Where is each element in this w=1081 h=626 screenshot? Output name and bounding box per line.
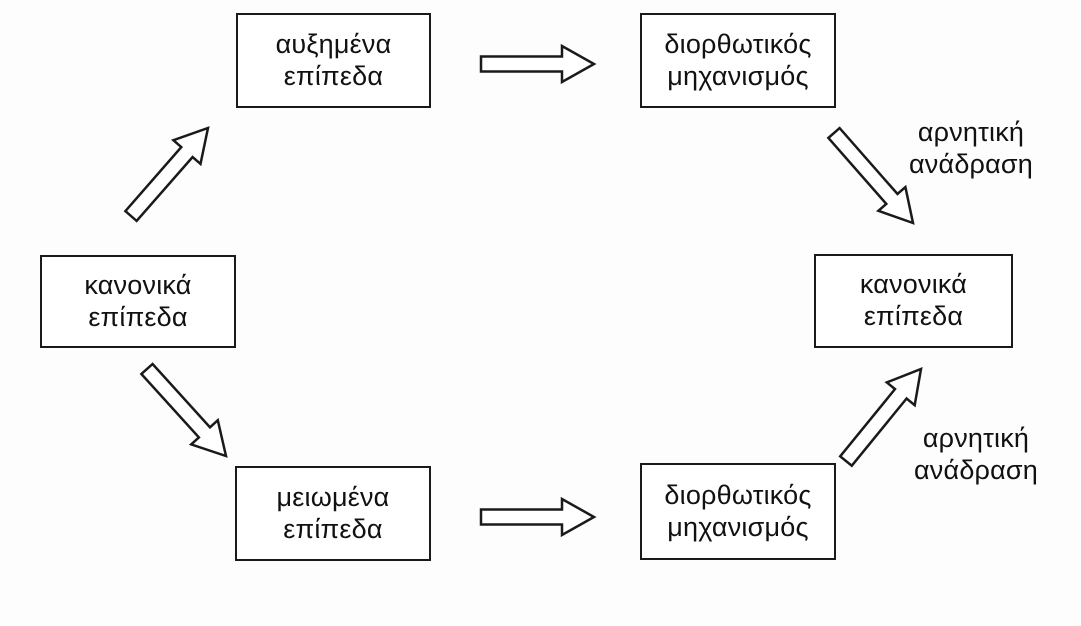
edge-label-negative-feedback-top: αρνητική ανάδραση bbox=[909, 117, 1033, 179]
arrow-increased-to-corrective-top bbox=[479, 43, 597, 85]
arrow-corrective-top-to-normal-right bbox=[826, 126, 915, 225]
arrow-decreased-to-corrective-bottom bbox=[479, 496, 597, 538]
arrow-normal-left-to-increased bbox=[123, 126, 210, 223]
node-corrective-mechanism-bottom: διορθωτικός μηχανισμός bbox=[640, 463, 836, 560]
arrow-corrective-bottom-to-normal-right bbox=[838, 367, 923, 468]
edge-label-negative-feedback-bottom: αρνητική ανάδραση bbox=[914, 423, 1038, 485]
arrow-normal-left-to-decreased bbox=[139, 362, 228, 458]
node-corrective-mechanism-top: διορθωτικός μηχανισμός bbox=[640, 13, 836, 108]
node-normal-levels-right: κανονικά επίπεδα bbox=[814, 254, 1013, 348]
node-decreased-levels: μειωμένα επίπεδα bbox=[235, 466, 431, 561]
node-normal-levels-left: κανονικά επίπεδα bbox=[40, 255, 236, 348]
node-increased-levels: αυξημένα επίπεδα bbox=[236, 13, 431, 108]
